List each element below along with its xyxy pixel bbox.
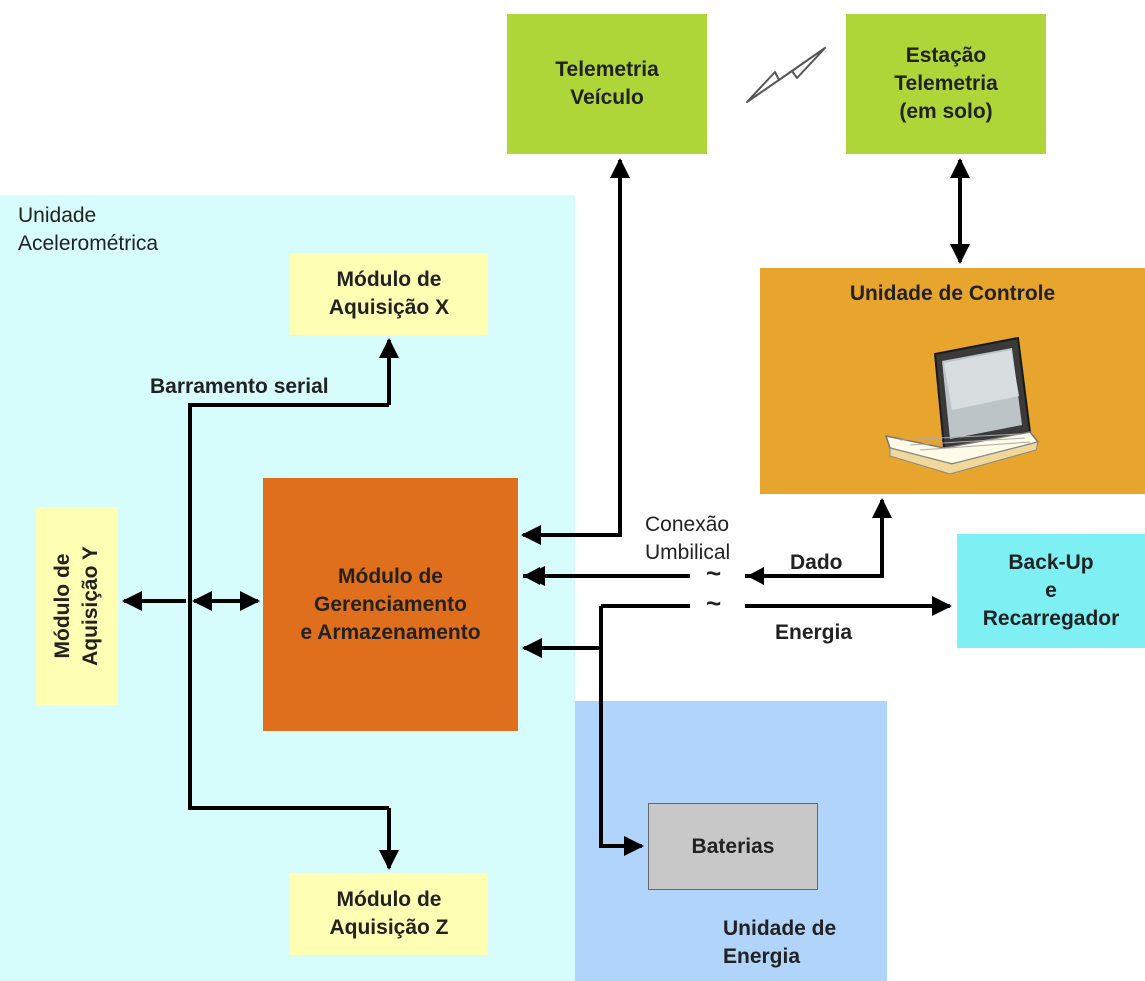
telemetry-station-box: Estação Telemetria (em solo) xyxy=(846,14,1046,154)
batteries-box: Baterias xyxy=(648,803,818,890)
acquisition-y-box: Módulo de Aquisição Y xyxy=(36,507,118,705)
tilde-lower: ~ xyxy=(706,588,722,618)
serial-bus-label: Barramento serial xyxy=(150,375,329,398)
data-label: Dado xyxy=(790,551,843,574)
laptop-icon xyxy=(884,336,1040,475)
acquisition-x-box: Módulo de Aquisição X xyxy=(290,253,488,335)
accelerometric-unit-label: Unidade Acelerométrica xyxy=(18,204,159,255)
lightning-bolt-icon xyxy=(746,47,826,103)
tilde-upper: ~ xyxy=(706,558,722,588)
data-return-arrowhead xyxy=(747,567,764,585)
energy-label: Energia xyxy=(775,621,853,644)
management-storage-box: Módulo de Gerenciamento e Armazenamento xyxy=(263,478,518,731)
control-unit-title: Unidade de Controle xyxy=(849,282,1056,305)
energy-unit-label: Unidade de Energia xyxy=(723,917,837,968)
backup-recharger-box: Back-Up e Recarregador xyxy=(957,534,1145,648)
acquisition-z-box: Módulo de Aquisição Z xyxy=(290,873,488,955)
telemetry-vehicle-box: Telemetria Veículo xyxy=(507,14,707,154)
umbilical-connection-label: Conexão Umbilical xyxy=(645,513,731,564)
data-arrowhead xyxy=(523,567,540,585)
